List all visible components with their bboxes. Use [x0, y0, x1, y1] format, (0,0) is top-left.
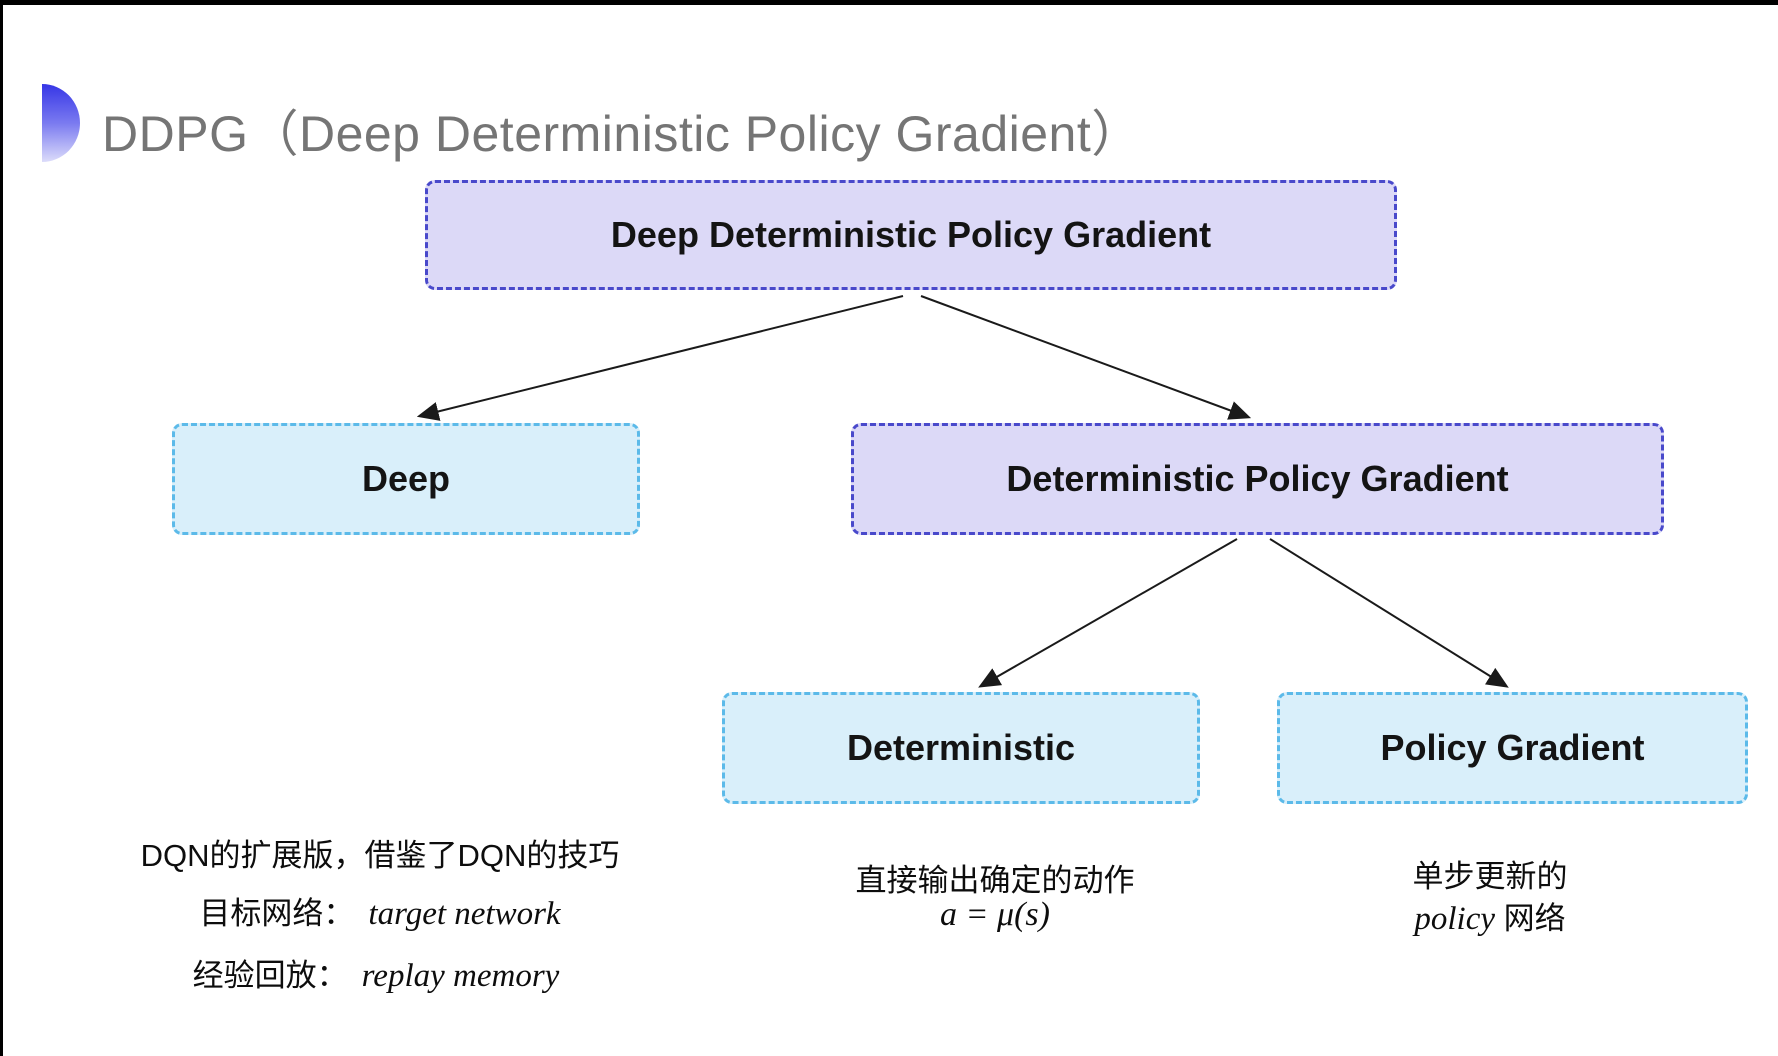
deep-note-line1: DQN的扩展版，借鉴了DQN的技巧: [140, 838, 620, 873]
deep-note-line3: 经验回放： replay memory: [193, 950, 560, 995]
node-label: Deterministic Policy Gradient: [1006, 458, 1509, 499]
node-label: Deep: [361, 458, 451, 499]
node-policy-gradient: Policy Gradient: [1277, 692, 1748, 804]
policy-gradient-note-line1: 单步更新的: [1412, 859, 1568, 894]
node-deterministic: Deterministic: [722, 692, 1200, 804]
node-label: Policy Gradient: [1380, 727, 1645, 768]
page-title: DDPG（Deep Deterministic Policy Gradient）: [102, 106, 1142, 162]
node-deep: Deep: [172, 423, 640, 535]
node-deterministic-policy-gradient: Deterministic Policy Gradient: [851, 423, 1664, 535]
deterministic-note-formula: a = μ(s): [940, 896, 1050, 933]
deep-note-line3-label: 经验回放：: [192, 958, 348, 993]
arrow-root-to-deep: [416, 295, 904, 421]
frame-top-edge: [0, 0, 1778, 5]
arrow-dpg-to-deterministic: [978, 538, 1238, 688]
deep-note-line2-label: 目标网络：: [199, 896, 355, 931]
arrow-dpg-to-policy-gradient: [1269, 538, 1509, 688]
policy-gradient-note-term: policy: [1414, 901, 1496, 937]
deep-note-line2: 目标网络： target network: [199, 888, 560, 933]
deep-note-line3-term: replay memory: [361, 958, 560, 994]
policy-gradient-note-rest: 网络: [1503, 901, 1566, 936]
node-deep-deterministic-policy-gradient: Deep Deterministic Policy Gradient: [425, 180, 1397, 290]
deterministic-note-line1: 直接输出确定的动作: [855, 863, 1135, 898]
node-label: Deep Deterministic Policy Gradient: [610, 214, 1212, 255]
node-label: Deterministic: [846, 727, 1076, 768]
arrow-root-to-dpg: [920, 295, 1252, 420]
policy-gradient-note-line2: policy 网络: [1414, 893, 1565, 938]
frame-left-edge: [0, 0, 3, 1056]
title-bullet-icon: [42, 84, 80, 162]
deep-note-line2-term: target network: [368, 896, 561, 932]
